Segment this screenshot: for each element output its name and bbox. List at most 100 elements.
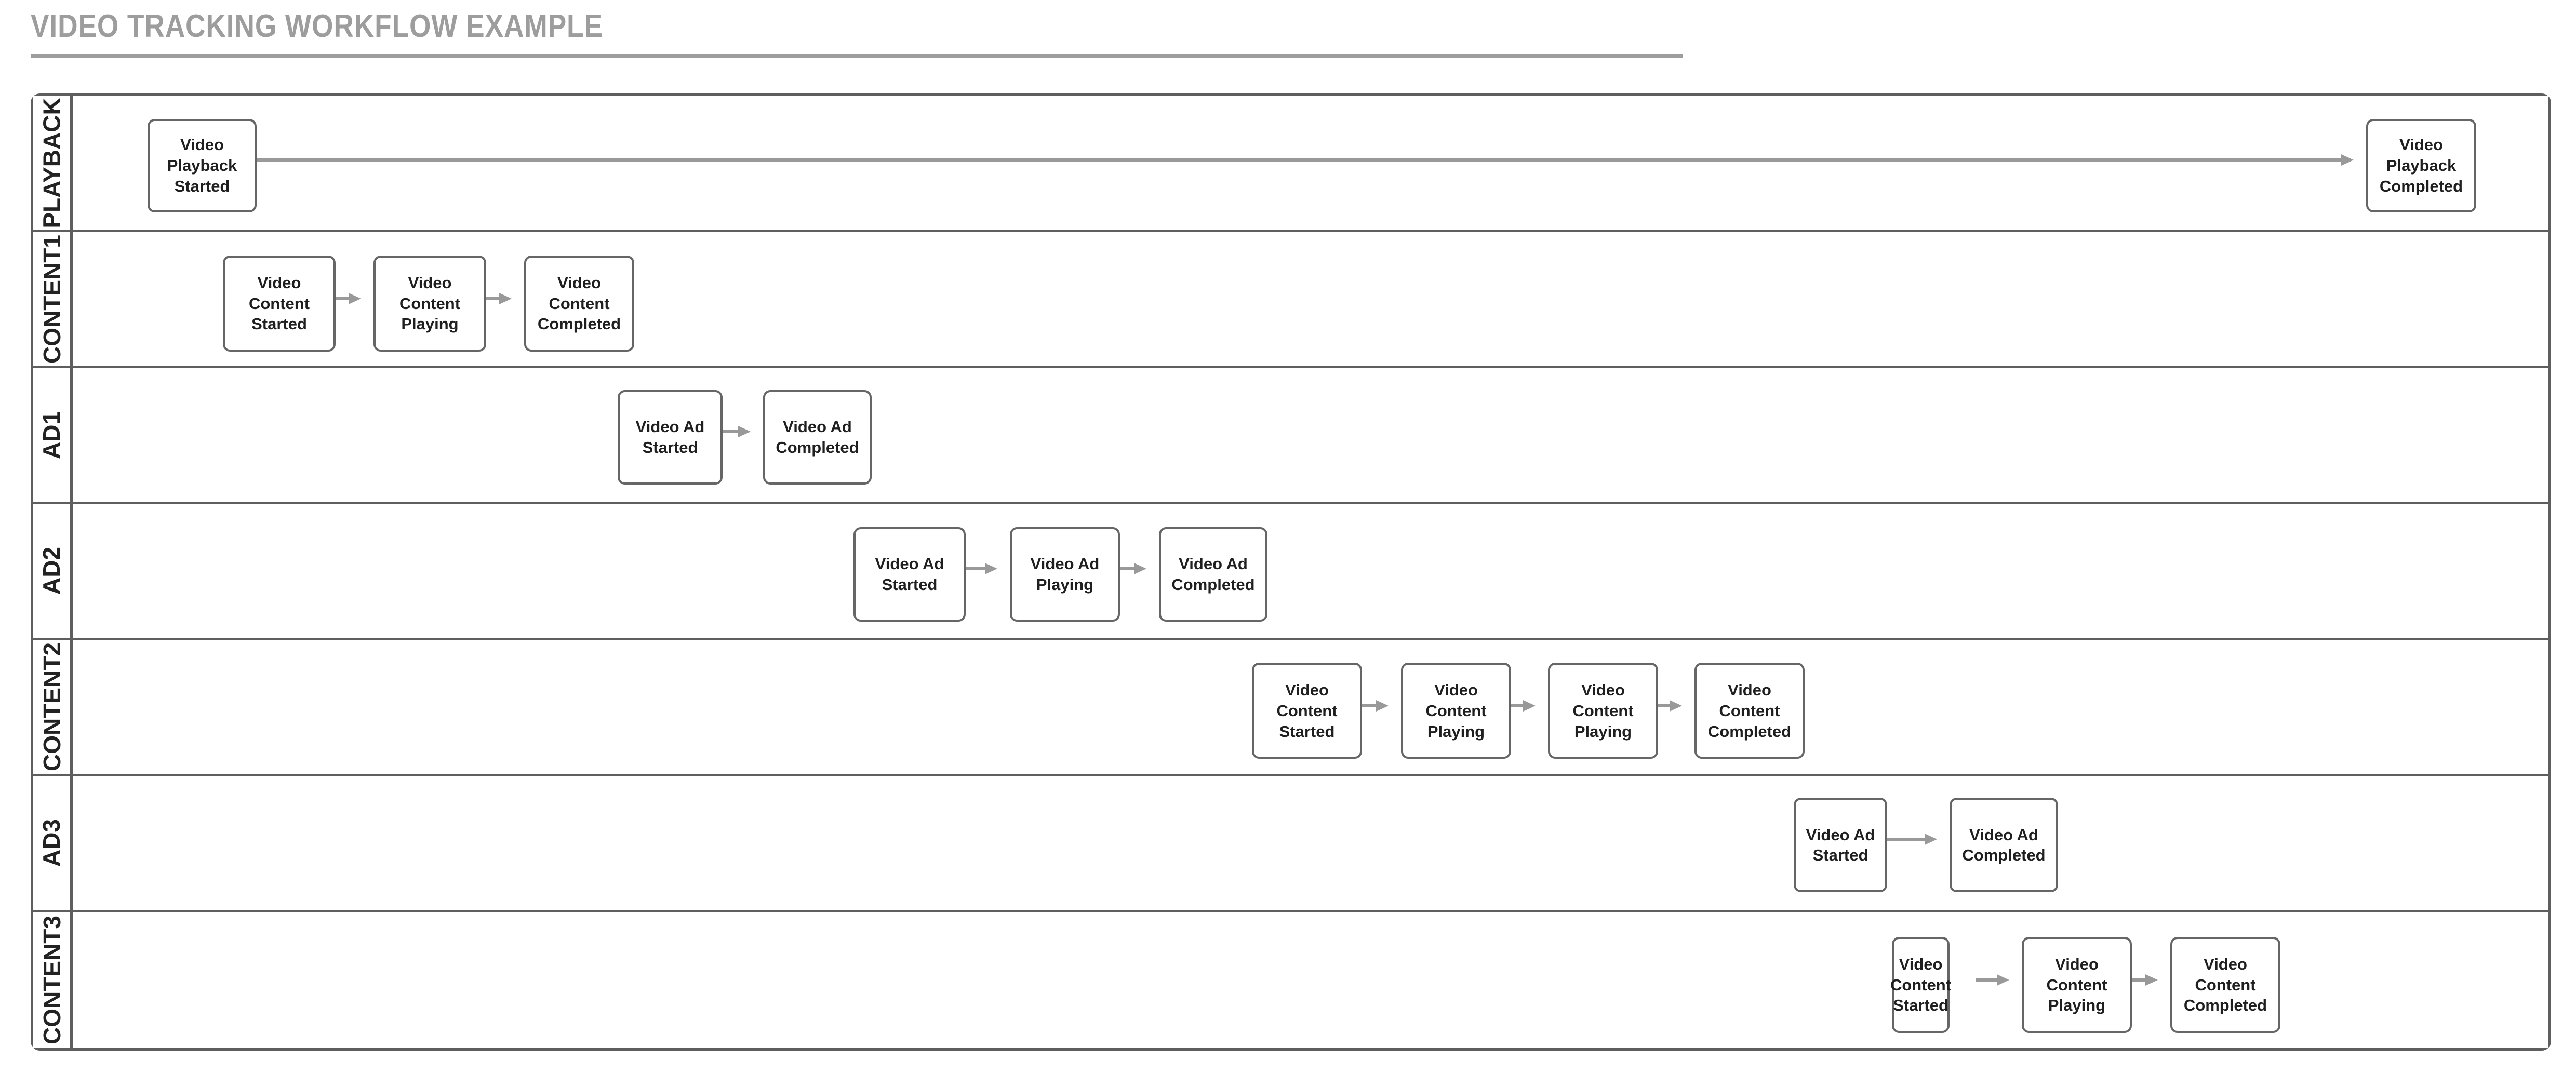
lane-body-ad2: Video Ad Started Video Ad Playing Video Ad… [73, 504, 2548, 638]
task-label: Video Playback Completed [2379, 136, 2463, 195]
connector-line [1976, 978, 1997, 982]
task-label: Video Ad Started [635, 418, 705, 457]
task-label: Video Content Playing [399, 273, 461, 333]
task-node[interactable]: Video Content Completed [1694, 663, 1805, 759]
task-node[interactable]: Video Content Playing [1401, 663, 1511, 759]
arrowhead-icon [1523, 700, 1536, 712]
task-node[interactable]: Video Ad Playing [1010, 527, 1120, 622]
lane-header-content2[interactable]: CONTENT2 [33, 640, 73, 774]
connector-arrow [1658, 700, 1682, 712]
task-node[interactable]: Video Ad Completed [1950, 798, 2058, 893]
task-label: Video Content Started [248, 273, 310, 333]
lane-label: CONTENT2 [38, 642, 65, 772]
task-label: Video Ad Started [875, 554, 944, 594]
task-node[interactable]: Video Playback Started [148, 119, 257, 212]
task-node[interactable]: Video Content Playing [373, 255, 486, 352]
connector-line [723, 430, 738, 433]
lane-header-ad1[interactable]: AD1 [33, 368, 73, 502]
lane-header-playback[interactable]: PLAYBACK [33, 96, 73, 230]
task-node[interactable]: Video Content Completed [524, 255, 634, 352]
page-title: VIDEO TRACKING WORKFLOW EXAMPLE [31, 8, 603, 44]
arrowhead-icon [1997, 974, 2009, 986]
lane-header-content3[interactable]: CONTENT3 [33, 912, 73, 1048]
lane-label: AD3 [38, 819, 65, 867]
connector-line [486, 297, 499, 300]
task-label: Video Ad Playing [1030, 554, 1100, 594]
task-label: Video Content Completed [2183, 955, 2267, 1015]
arrowhead-icon [349, 292, 361, 304]
lane-body-content2: Video Content Started Video Content Playi… [73, 640, 2548, 774]
task-node[interactable]: Video Content Started [223, 255, 336, 352]
task-node[interactable]: Video Playback Completed [2366, 119, 2476, 212]
task-label: Video Content Completed [537, 273, 621, 333]
connector-arrow [1120, 562, 1146, 574]
task-node[interactable]: Video Content Completed [2170, 937, 2280, 1034]
task-label: Video Content Completed [1707, 681, 1792, 741]
arrowhead-icon [738, 425, 751, 437]
connector-line [1362, 704, 1376, 708]
connector-line [1120, 567, 1134, 570]
task-node[interactable]: Video Ad Completed [763, 390, 872, 485]
connector-line [257, 158, 2341, 162]
connector-line [2132, 978, 2145, 982]
arrowhead-icon [1670, 700, 1682, 712]
connector-line [966, 567, 985, 570]
arrowhead-icon [1376, 700, 1389, 712]
task-node[interactable]: Video Ad Started [1794, 798, 1887, 893]
title-underline-rule [31, 54, 1683, 58]
task-label: Video Content Started [1276, 681, 1338, 741]
connector-line [1887, 838, 1925, 841]
task-node[interactable]: Video Ad Started [853, 527, 966, 622]
connector-arrow [1887, 834, 1937, 846]
lane-label: CONTENT1 [38, 234, 65, 364]
title-block: VIDEO TRACKING WORKFLOW EXAMPLE [31, 10, 1683, 58]
task-label: Video Content Playing [1425, 681, 1487, 741]
arrowhead-icon [2145, 974, 2158, 986]
swimlane-playback: PLAYBACK Video Playback Started Video Play… [33, 96, 2548, 232]
lane-label: PLAYBACK [38, 98, 65, 229]
lane-label: AD1 [38, 411, 65, 459]
connector-arrow [486, 292, 512, 304]
lane-label: AD2 [38, 547, 65, 595]
task-node[interactable]: Video Content Started [1890, 937, 1952, 1034]
connector-arrow [966, 562, 997, 574]
connector-arrow [723, 425, 751, 437]
task-node[interactable]: Video Content Playing [2022, 937, 2132, 1034]
swimlane-ad3: AD3 Video Ad Started Video Ad Completed [33, 776, 2548, 912]
task-label: Video Ad Completed [1962, 825, 2046, 865]
lane-header-ad2[interactable]: AD2 [33, 504, 73, 638]
connector-arrow [2132, 974, 2158, 986]
lane-header-ad3[interactable]: AD3 [33, 776, 73, 910]
task-node[interactable]: Video Content Started [1252, 663, 1362, 759]
task-node[interactable]: Video Ad Started [618, 390, 723, 485]
lane-body-content1: Video Content Started Video Content Playi… [73, 232, 2548, 366]
task-label: Video Playback Started [167, 136, 237, 195]
connector-arrow [1511, 700, 1536, 712]
task-label: Video Content Playing [2046, 955, 2107, 1015]
lane-body-ad3: Video Ad Started Video Ad Completed [73, 776, 2548, 910]
lane-header-content1[interactable]: CONTENT1 [33, 232, 73, 366]
arrowhead-icon [1925, 834, 1937, 846]
arrowhead-icon [499, 292, 512, 304]
lane-body-content3: Video Content Started Video Content Playi… [73, 912, 2548, 1048]
task-node[interactable]: Video Content Playing [1548, 663, 1658, 759]
lane-label: CONTENT3 [38, 916, 65, 1044]
swimlane-ad1: AD1 Video Ad Started Video Ad Completed [33, 368, 2548, 504]
task-label: Video Content Started [1890, 955, 1952, 1015]
connector-arrow [1362, 700, 1389, 712]
task-node[interactable]: Video Ad Completed [1159, 527, 1267, 622]
arrowhead-icon [1134, 562, 1146, 574]
lane-body-ad1: Video Ad Started Video Ad Completed [73, 368, 2548, 502]
arrowhead-icon [2341, 154, 2354, 166]
connector-arrow [257, 154, 2354, 166]
arrowhead-icon [985, 562, 997, 574]
task-label: Video Ad Started [1806, 825, 1875, 865]
task-label: Video Ad Completed [1171, 554, 1255, 594]
connector-arrow [1976, 974, 2009, 986]
connector-line [1658, 704, 1670, 708]
task-label: Video Content Playing [1572, 681, 1634, 741]
